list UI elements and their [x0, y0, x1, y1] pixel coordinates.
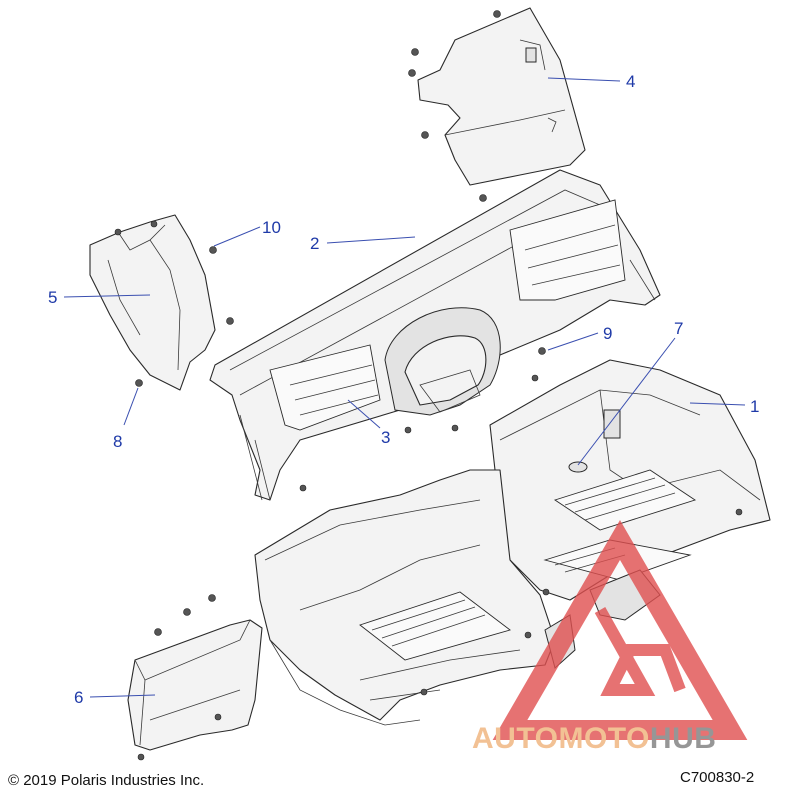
part-5-side-cover [89, 214, 216, 391]
callout-8: 8 [113, 432, 122, 451]
callout-labels: 1 2 3 4 5 6 7 8 9 10 [48, 72, 759, 707]
fastener [114, 228, 122, 236]
leader-5 [63, 294, 151, 298]
part-4-side-panel [417, 7, 586, 186]
fastener [479, 194, 487, 202]
fastener-8 [135, 379, 143, 387]
fastener [208, 594, 216, 602]
diagram-code: C700830-2 [680, 769, 754, 786]
fastener [542, 588, 550, 596]
leader-6 [89, 694, 156, 698]
leader-2 [326, 236, 416, 244]
callout-6: 6 [74, 688, 83, 707]
fastener [408, 69, 416, 77]
callout-5: 5 [48, 288, 57, 307]
leader-10 [213, 226, 261, 247]
leader-lines [63, 77, 746, 698]
fastener [299, 484, 307, 492]
part-6-heat-shield [127, 619, 263, 751]
watermark-inner-mark [594, 607, 686, 696]
watermark-logo: AUTOMOTOHUB [472, 520, 748, 755]
fastener [226, 317, 234, 325]
fastener [524, 631, 532, 639]
watermark-word-hub: HUB [650, 722, 717, 755]
fastener-9 [538, 347, 546, 355]
callout-9: 9 [603, 324, 612, 343]
watermark-triangle [492, 520, 748, 740]
fastener [404, 426, 412, 434]
fastener [183, 608, 191, 616]
leader-8 [123, 387, 139, 426]
watermark-text: AUTOMOTOHUB [472, 722, 716, 755]
watermark-word-auto: AUTO [472, 722, 558, 755]
callout-7: 7 [674, 319, 683, 338]
leader-3 [347, 399, 381, 429]
leader-9 [547, 332, 599, 351]
part-1-floor-tub-right [489, 359, 771, 601]
fastener [137, 753, 145, 761]
callout-1: 1 [750, 397, 759, 416]
fastener-top [493, 10, 501, 18]
watermark-word-moto: MOTO [558, 722, 649, 755]
fastener [421, 131, 429, 139]
leader-4 [547, 77, 621, 82]
fastener [214, 713, 222, 721]
callout-4: 4 [626, 72, 635, 91]
fastener [411, 48, 419, 56]
fastener [451, 424, 459, 432]
copyright-text: © 2019 Polaris Industries Inc. [8, 772, 204, 789]
fastener [735, 508, 743, 516]
fastener [420, 688, 428, 696]
fastener [150, 220, 158, 228]
callout-2: 2 [310, 234, 319, 253]
callout-10: 10 [262, 218, 281, 237]
fastener-10 [209, 246, 217, 254]
leader-1 [689, 402, 746, 406]
leader-7 [577, 337, 676, 466]
part-2-bulkhead [209, 169, 661, 501]
fastener [154, 628, 162, 636]
fastener [531, 374, 539, 382]
callout-3: 3 [381, 428, 390, 447]
fastener-group [114, 10, 743, 761]
